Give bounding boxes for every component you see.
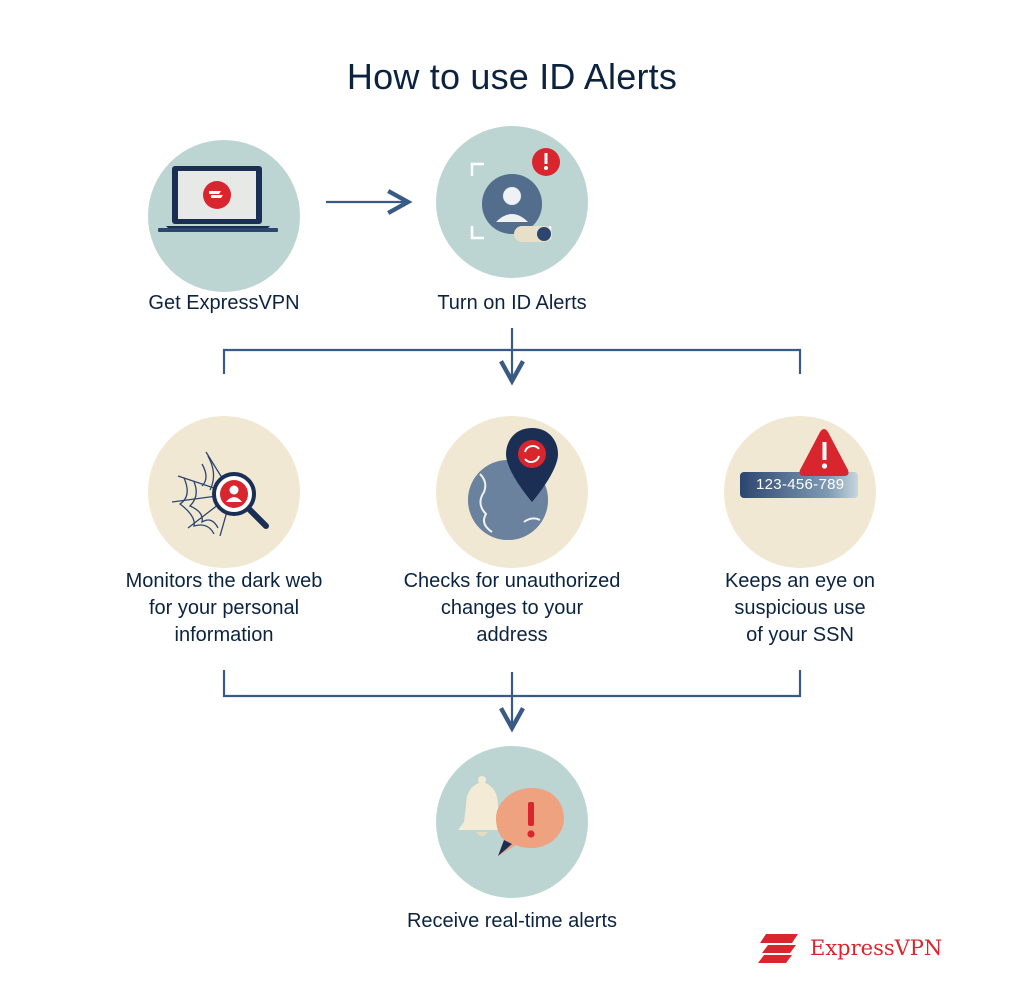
brand-logo: ExpressVPN: [758, 930, 942, 966]
ssn-card-number: 123-456-789: [756, 476, 845, 493]
location-pin-icon: [468, 428, 558, 540]
label-line: address: [476, 624, 548, 646]
spider-web-search-icon: [171, 451, 269, 537]
step-ssn-circle: 123-456-789: [724, 416, 876, 568]
step-ssn-label: Keeps an eye on suspicious use of your S…: [650, 568, 950, 649]
label-line: Checks for unauthorized: [403, 570, 621, 592]
id-profile-icon: [470, 148, 560, 242]
step-get-vpn-circle: [148, 140, 300, 292]
label-line: for your personal: [148, 597, 300, 619]
warning-icon: [799, 429, 849, 476]
step-address-circle: [436, 416, 588, 568]
brand-name: ExpressVPN: [810, 936, 943, 960]
label-line: changes to your: [440, 597, 584, 619]
step-dark-web-label: Monitors the dark web for your personal …: [74, 568, 374, 649]
step-dark-web-circle: [148, 416, 300, 568]
branch-top-bracket: [222, 348, 802, 374]
label-line: information: [174, 624, 274, 646]
step-get-vpn-label: Get ExpressVPN: [148, 292, 300, 314]
step-alerts-circle: [436, 746, 588, 898]
laptop-icon: [158, 166, 278, 232]
bell-alert-icon: [458, 776, 564, 856]
expressvpn-logo-icon: [758, 934, 798, 963]
label-line: of your SSN: [746, 624, 854, 646]
step-alerts-label: Receive real-time alerts: [406, 910, 618, 932]
step-turn-on-label: Turn on ID Alerts: [437, 292, 587, 314]
label-line: Keeps an eye on: [724, 570, 876, 592]
step-turn-on-circle: [436, 126, 588, 278]
ssn-card-icon: 123-456-789: [740, 472, 858, 498]
page-title: How to use ID Alerts: [346, 56, 678, 97]
step-address-label: Checks for unauthorized changes to your …: [362, 568, 662, 649]
label-line: suspicious use: [734, 597, 866, 619]
label-line: Monitors the dark web: [125, 570, 323, 592]
